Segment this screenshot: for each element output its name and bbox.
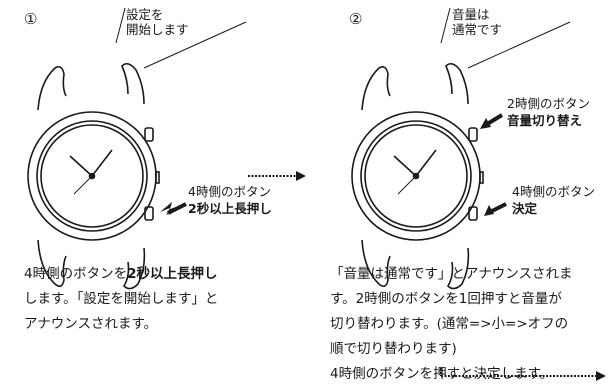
step-2-number: ② — [349, 10, 363, 28]
step-2-button2-action: 音量切り替え — [507, 113, 583, 128]
transition-arrow-1 — [248, 171, 306, 181]
step-2-desc-line-2: す。2時側のボタンを1回押すと音量が — [330, 291, 562, 307]
step-1-number: ① — [24, 10, 38, 28]
step-2-button4-label: 4時側のボタン — [512, 184, 595, 199]
step-1-speech-line-1: 設定を — [126, 7, 164, 22]
step-1-speech: 設定を 開始します — [126, 7, 189, 37]
step-2-desc-line-4: 順で切り替わります) — [330, 341, 457, 357]
step-1-button-action: 2秒以上長押し — [188, 201, 272, 216]
step-2-button4-action: 決定 — [512, 201, 538, 216]
watch-1-hands — [69, 149, 113, 195]
step-1-description: 4時側のボタンを2秒以上長押し します。「設定を開始します」と アナウンスされま… — [24, 262, 218, 337]
watch-2-illustration — [351, 62, 484, 290]
step-2-speech-line-1: 音量は — [452, 7, 490, 22]
step-1-speech-line-2: 開始します — [126, 22, 189, 37]
step-2-desc-line-5: 4時側のボタンを押すと決定します。 — [330, 366, 554, 382]
step-1-desc-pre: 4時側のボタンを — [24, 266, 128, 282]
step-2-speech: 音量は 通常です — [452, 7, 502, 37]
step-2-desc-line-3: 切り替わります。(通常=>小=>オフの — [330, 316, 569, 332]
step-2-speech-line-2: 通常です — [452, 22, 503, 37]
watch-2-speech-lines — [440, 7, 571, 69]
step-2-button2-callout: 2時側のボタン 音量切り替え — [507, 96, 590, 128]
step-2-button4-callout: 4時側のボタン 決定 — [512, 184, 595, 216]
watch-1-speech-lines — [115, 7, 247, 69]
step-1-button-callout: 4時側のボタン 2秒以上長押し — [188, 184, 272, 216]
transition-arrow-2 — [440, 368, 606, 381]
step-2-description: 「音量は通常です」とアナウンスされま す。2時側のボタンを1回押すと音量が 切り… — [330, 262, 572, 387]
watch-2-hands — [393, 149, 437, 195]
step-1-desc-bold: 2秒以上長押し — [127, 266, 218, 282]
step-2-desc-line-1: 「音量は通常です」とアナウンスされま — [330, 266, 573, 282]
watch-1-illustration — [27, 62, 160, 290]
step-1-desc-line-3: アナウンスされます。 — [24, 316, 158, 332]
step-1-button-label: 4時側のボタン — [188, 184, 271, 199]
watch-1-button-arrow — [160, 202, 185, 215]
step-2-button2-label: 2時側のボタン — [507, 96, 590, 111]
step-1-desc-line-2: します。「設定を開始します」と — [24, 291, 219, 307]
